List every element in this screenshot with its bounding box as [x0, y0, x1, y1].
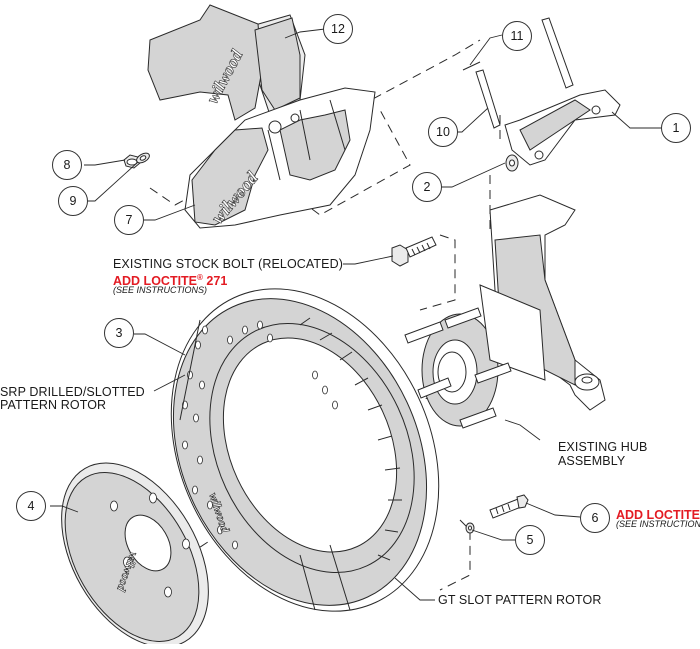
caliper-washer-part — [136, 152, 150, 164]
hub-label-line1: EXISTING HUB — [558, 440, 648, 454]
rotor-part — [170, 288, 440, 612]
callout-number: 3 — [115, 326, 123, 340]
bolt6-loctite-note: ADD LOCTITE® 271 — [616, 505, 700, 522]
caliper-part: wilwood 6 PISTON — [184, 87, 376, 229]
rotor-drill-holes — [182, 320, 338, 550]
hub-assembly-part — [404, 284, 546, 429]
callout-9: 9 — [58, 186, 88, 216]
srp-rotor-label-line1: SRP DRILLED/SLOTTED — [0, 385, 145, 399]
loctite-text: ADD LOCTITE — [113, 274, 198, 288]
loctite-number: 271 — [202, 274, 228, 288]
stock-bolt-part — [391, 236, 437, 267]
hat-washer-part — [465, 522, 475, 534]
callout-number: 10 — [436, 125, 450, 139]
callout-number: 4 — [27, 499, 35, 513]
callout-11: 11 — [502, 21, 532, 51]
callout-7: 7 — [114, 205, 144, 235]
callout-number: 2 — [423, 180, 431, 194]
stock-bolt-instructions-note: (SEE INSTRUCTIONS) — [113, 285, 208, 295]
hat-bolt-part — [489, 494, 529, 519]
brake-pads-part: wilwood — [147, 4, 306, 121]
leader-lines — [50, 28, 661, 601]
wheel-studs — [404, 307, 512, 429]
callout-number: 8 — [63, 158, 71, 172]
shim-part — [462, 61, 481, 71]
mounting-stud-part — [475, 17, 574, 129]
callout-number: 1 — [672, 121, 680, 135]
callout-5: 5 — [515, 525, 545, 555]
bracket-washer-part — [505, 154, 519, 172]
callout-10: 10 — [428, 117, 458, 147]
callout-number: 6 — [591, 511, 599, 525]
callout-number: 12 — [331, 22, 345, 36]
callout-number: 5 — [526, 533, 534, 547]
callout-number: 9 — [69, 194, 77, 208]
callout-3: 3 — [104, 318, 134, 348]
callout-12: 12 — [323, 14, 353, 44]
callout-2: 2 — [412, 172, 442, 202]
callout-number: 7 — [125, 213, 133, 227]
stock-bolt-loctite-note: ADD LOCTITE® 271 — [113, 271, 227, 288]
loctite-text: ADD LOCTITE — [616, 508, 700, 522]
gt-rotor-label: GT SLOT PATTERN ROTOR — [438, 593, 602, 607]
callout-number: 11 — [510, 29, 524, 43]
hat-bolt-holes — [110, 492, 190, 598]
callout-6: 6 — [580, 503, 610, 533]
callout-1: 1 — [661, 113, 691, 143]
caliper-bracket-part — [504, 89, 621, 166]
srp-rotor-label-line2: PATTERN ROTOR — [0, 398, 107, 412]
registered-mark: ® — [197, 273, 203, 282]
stock-bolt-label: EXISTING STOCK BOLT (RELOCATED) — [113, 257, 343, 271]
callout-8: 8 — [52, 150, 82, 180]
hub-label-line2: ASSEMBLY — [558, 454, 626, 468]
rotor-hat-part: wilwood wilwood — [61, 462, 233, 648]
bolt6-instructions-note: (SEE INSTRUCTIONS) — [616, 519, 700, 529]
rotor-vanes — [299, 317, 402, 561]
callout-4: 4 — [16, 491, 46, 521]
